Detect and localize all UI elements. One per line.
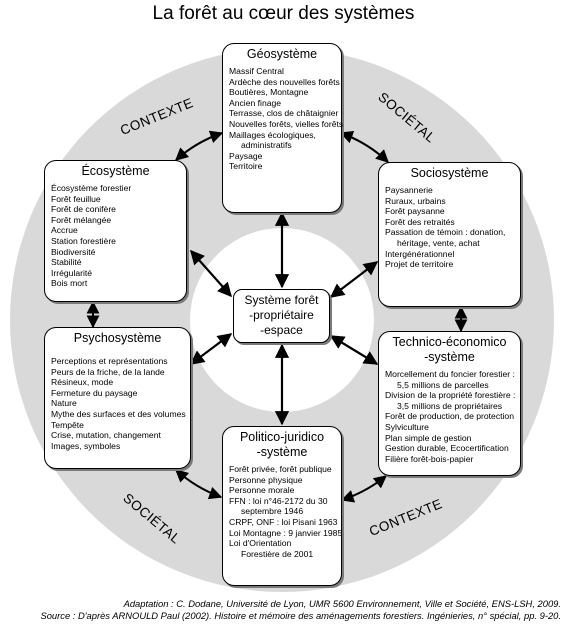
ecosysteme-items: Écosystème forestier Forêt feuillue Forê… [51,183,180,289]
politico-items: Forêt privée, forêt publique Personne ph… [229,464,343,559]
list-item: Projet de territoire [385,259,454,270]
geosysteme-items: Massif Central Ardèche des nouvelles for… [229,66,344,172]
list-item: Filière forêt-bois-papier [385,453,474,464]
list-item: Tempête [51,419,84,430]
list-item: Gestion durable, Ecocertification [385,443,509,454]
list-item: Nouvelles forêts, vielles forêts [229,118,344,129]
list-item: Forêt des retraités [385,216,455,227]
list-item: Morcellement du foncier forestier : [385,369,515,379]
list-item: Forêt paysanne [385,206,445,217]
list-item: Forêt de production, de protection [385,411,514,422]
list-item: Forêt mélangée [51,214,112,225]
list-item: CRPF, ONF : loi Pisani 1963 [229,516,338,527]
list-item: Station forestière [51,235,116,246]
list-item: Personne physique [229,474,303,485]
diagram-title: La forêt au cœur des systèmes [152,3,415,24]
ecosysteme-box: Écosystème Écosystème forestier Forêt fe… [44,160,187,302]
arrow-geo-eco [175,130,224,161]
politico-title-line2: -système [256,445,308,459]
list-item: Sylviculture [385,421,429,432]
psychosysteme-title: Psychosystème [73,331,162,345]
sociosysteme-title: Sociosystème [410,166,489,180]
list-item: héritage, vente, achat [397,237,480,248]
psychosysteme-items: Perceptions et représentations Peurs de … [51,356,186,451]
ecosysteme-title: Écosystème [81,164,150,178]
list-item: Paysage [229,150,263,161]
list-item: Loi Montagne : 9 janvier 1985 [229,527,343,538]
geosysteme-box: Géosystème Massif Central Ardèche des no… [222,43,344,213]
list-item: Écosystème forestier [51,183,132,193]
list-item: Division de la propriété forestière : [385,390,516,401]
list-item: Terrasse, clos de châtaignier [229,108,339,119]
list-item: Crise, mutation, changement [51,430,161,441]
list-item: administratifs [241,140,292,151]
sociosysteme-items: Paysannerie Ruraux, urbains Forêt paysan… [385,185,514,270]
list-item: Résineux, mode [51,377,114,388]
center-system-box: Système forêt -propriétaire -espace [233,289,330,343]
arrow-center-sociosysteme [329,261,379,298]
list-item: Passation de témoin : donation, [385,227,506,238]
arrow-psycho-politico [175,469,223,500]
list-item: Maillages écologiques, [229,129,316,140]
center-line2: -propriétaire [249,308,314,322]
technico-title: Technico-économico -système [385,335,514,365]
list-item: Paysannerie [385,185,433,195]
politico-title: Politico-juridico -système [229,430,335,460]
center-line1: Système forêt [244,293,319,307]
list-item: Mythe des surfaces et des volumes [51,408,186,419]
list-item: Personne morale [229,485,295,496]
list-item: Massif Central [229,66,284,76]
list-item: Perceptions et représentations [51,356,168,366]
list-item: 3,5 millions de propriétaires [397,400,503,411]
technico-items: Morcellement du foncier forestier : 5,5 … [385,369,516,464]
politico-juridico-systeme-box: Politico-juridico -système Forêt privée,… [222,426,342,586]
arrow-geo-socio [339,130,389,163]
list-item: Fermeture du paysage [51,387,138,398]
list-item: Forêt de conifère [51,204,116,215]
list-item: Ancien finage [229,97,282,108]
psychosysteme-box: Psychosystème Perceptions et représentat… [44,327,191,469]
list-item: FFN : loi n°46-2172 du 30 [229,495,328,506]
list-item: Irrégularité [51,267,93,278]
list-item: Accrue [51,225,78,236]
center-line3: -espace [260,323,303,337]
list-item: Ruraux, urbains [385,195,446,206]
technico-economico-systeme-box: Technico-économico -système Morcellement… [378,331,521,476]
list-item: Forestière de 2001 [241,548,314,559]
list-item: Plan simple de gestion [385,432,472,443]
politico-title-line1: Politico-juridico [239,430,325,444]
credits: Adaptation : C. Dodane, Université de Ly… [40,598,561,622]
list-item: Images, symboles [51,440,121,451]
list-item: Peurs de la friche, de la lande [51,366,165,377]
arrow-center-ecosysteme [190,249,232,298]
arrow-center-psychosysteme [189,333,233,365]
credits-adaptation: Adaptation : C. Dodane, Université de Ly… [123,598,561,609]
list-item: Loi d'Orientation [229,538,292,549]
sociosysteme-box: Sociosystème Paysannerie Ruraux, urbains… [378,162,521,307]
arrow-technico-politico [340,475,388,503]
list-item: 5,5 millions de parcelles [397,379,489,390]
list-item: Forêt feuillue [51,193,101,204]
technico-title-line1: Technico-économico [392,335,507,349]
list-item: Bois mort [51,278,88,289]
list-item: Biodiversité [51,246,96,257]
geosysteme-title: Géosystème [246,47,318,61]
list-item: Stabilité [51,257,82,268]
list-item: Intergénérationnel [385,248,455,259]
list-item: Boutières, Montagne [229,87,309,98]
credits-source: Source : D'après ARNOULD Paul (2002). Hi… [40,610,561,621]
list-item: septembre 1946 [241,506,304,517]
list-item: Nature [51,398,77,409]
list-item: Territoire [229,161,263,172]
list-item: Ardèche des nouvelles forêts [229,76,340,87]
list-item: Forêt privée, forêt publique [229,464,332,474]
arrow-center-technico [329,335,379,365]
technico-title-line2: -système [424,350,475,364]
